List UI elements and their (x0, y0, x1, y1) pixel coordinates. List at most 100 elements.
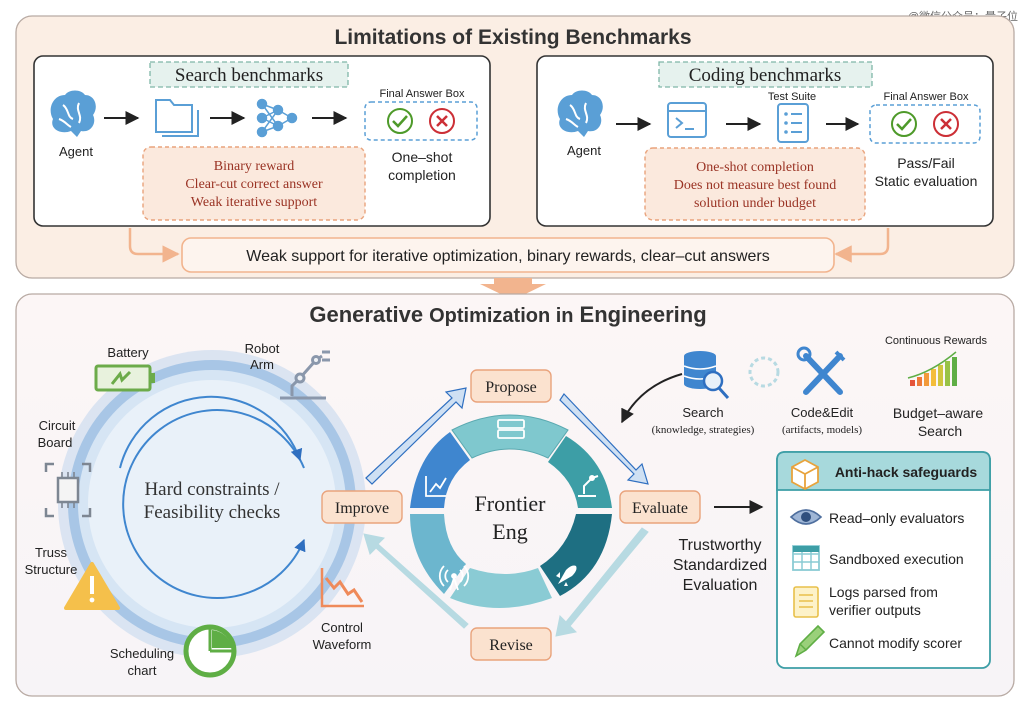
propose-label: Propose (485, 379, 537, 396)
top-panel-title: Limitations of Existing Benchmarks (334, 26, 691, 49)
coding-result-line-1: Pass/Fail (897, 155, 955, 171)
search-tool-label: Search (682, 405, 723, 420)
battery-label: Battery (107, 345, 149, 360)
search-benchmarks-box: Search benchmarks Agent Final Answer Box (33, 55, 491, 227)
terminal-icon (667, 102, 707, 138)
cross-icon (933, 111, 959, 137)
safeguards-box: Anti-hack safeguards Read–only evaluator… (776, 451, 991, 669)
coding-benchmarks-title-box (658, 61, 873, 88)
search-benchmarks-title-box (149, 61, 349, 88)
robot-arm-label-2: Arm (250, 357, 274, 372)
eye-icon (789, 509, 823, 525)
safeguard-item-1: Read–only evaluators (829, 510, 964, 526)
revise-node (470, 627, 552, 661)
brain-icon (50, 90, 96, 137)
check-icon (891, 111, 917, 137)
server-icon (497, 419, 525, 439)
test-suite-icon (777, 103, 809, 143)
constraints-ring (58, 350, 366, 658)
summary-connector-left (128, 228, 180, 263)
search-tool-sublabel: (knowledge, strategies) (652, 424, 755, 436)
coding-benchmarks-title: Coding benchmarks (689, 65, 842, 86)
evaluate-label: Evaluate (632, 500, 688, 517)
search-result-line-2: completion (388, 167, 456, 183)
improve-label: Improve (335, 500, 389, 517)
refresh-icon (748, 356, 780, 388)
search-agent-label: Agent (59, 144, 93, 159)
neural-network-icon (256, 98, 298, 138)
test-suite-label: Test Suite (768, 91, 816, 103)
search-issue-2: Clear-cut correct answer (185, 177, 323, 192)
summary-text: Weak support for iterative optimization,… (246, 248, 769, 265)
warning-icon (64, 562, 120, 610)
title-word-generative: Generative (309, 302, 423, 327)
coding-issue-3: solution under budget (694, 196, 816, 211)
budget-search-label-2: Search (918, 423, 962, 439)
scheduling-label-2: chart (128, 663, 157, 678)
brain-icon (557, 90, 603, 137)
safeguard-item-3-line-2: verifier outputs (829, 602, 921, 618)
search-final-answer-label: Final Answer Box (380, 88, 465, 100)
search-issue-1: Binary reward (214, 159, 294, 174)
scheduling-label-1: Scheduling (110, 646, 174, 661)
pen-icon (794, 624, 826, 658)
chart-small-icon (425, 476, 447, 497)
budget-search-label-1: Budget–aware (893, 405, 984, 421)
frontier-text-1: Frontier (475, 491, 547, 516)
control-waveform-label-1: Control (321, 620, 363, 635)
control-waveform-label-2: Waveform (313, 637, 372, 652)
safeguard-item-4: Cannot modify scorer (829, 635, 962, 651)
coding-benchmarks-box: Coding benchmarks Agent Test Suite Final… (536, 55, 994, 227)
code-edit-tool-sublabel: (artifacts, models) (782, 424, 862, 436)
improve-node (321, 490, 403, 524)
trustworthy-line-2: Standardized (673, 557, 767, 574)
truss-label-1: Truss (35, 545, 68, 560)
database-search-icon (683, 351, 730, 400)
trustworthy-line-3: Evaluation (683, 577, 758, 594)
search-final-answer-box (364, 101, 478, 141)
code-edit-icon (796, 346, 846, 395)
frontier-text-2: Eng (492, 519, 527, 544)
coding-final-answer-box (869, 104, 981, 144)
summary-connector-right (834, 228, 890, 263)
rocket-icon (556, 565, 577, 586)
trustworthy-line-1: Trustworthy (679, 537, 762, 554)
revise-label: Revise (489, 637, 533, 654)
pie-chart-icon (183, 624, 237, 678)
constraints-line-1: Hard constraints / (144, 479, 280, 500)
cross-icon (429, 108, 455, 134)
safeguards-title: Anti-hack safeguards (835, 464, 978, 480)
propose-node (470, 369, 552, 403)
log-list-icon (793, 586, 819, 618)
antenna-icon (438, 565, 470, 591)
coding-agent-label: Agent (567, 143, 601, 158)
coding-final-answer-label: Final Answer Box (884, 91, 969, 103)
summary-box (181, 237, 835, 273)
coding-issue-1: One-shot completion (696, 160, 814, 175)
search-issue-3: Weak iterative support (191, 195, 317, 210)
title-words-optimization: Optimization in (429, 305, 573, 327)
safeguard-item-3-line-1: Logs parsed from (829, 584, 938, 600)
search-benchmarks-title: Search benchmarks (175, 65, 323, 86)
waveform-icon (320, 568, 364, 608)
sandbox-grid-icon (792, 545, 820, 571)
search-result-line-1: One–shot (392, 149, 453, 165)
safeguard-item-2: Sandboxed execution (829, 551, 964, 567)
circuit-board-label-2: Board (38, 435, 73, 450)
transition-arrow (480, 278, 546, 300)
reward-bars-icon (907, 351, 957, 386)
truss-label-2: Structure (25, 562, 78, 577)
cycle-arrows (363, 387, 649, 637)
constraints-line-2: Feasibility checks (144, 502, 281, 523)
coding-issue-2: Does not measure best found (674, 178, 837, 193)
tools-arrow (621, 373, 683, 424)
robot-arm-small-icon (578, 475, 599, 497)
folder-icon (155, 99, 199, 137)
robot-arm-icon (280, 350, 330, 400)
continuous-rewards-label: Continuous Rewards (885, 335, 988, 347)
evaluate-node (619, 490, 701, 524)
code-edit-tool-label: Code&Edit (791, 405, 854, 420)
